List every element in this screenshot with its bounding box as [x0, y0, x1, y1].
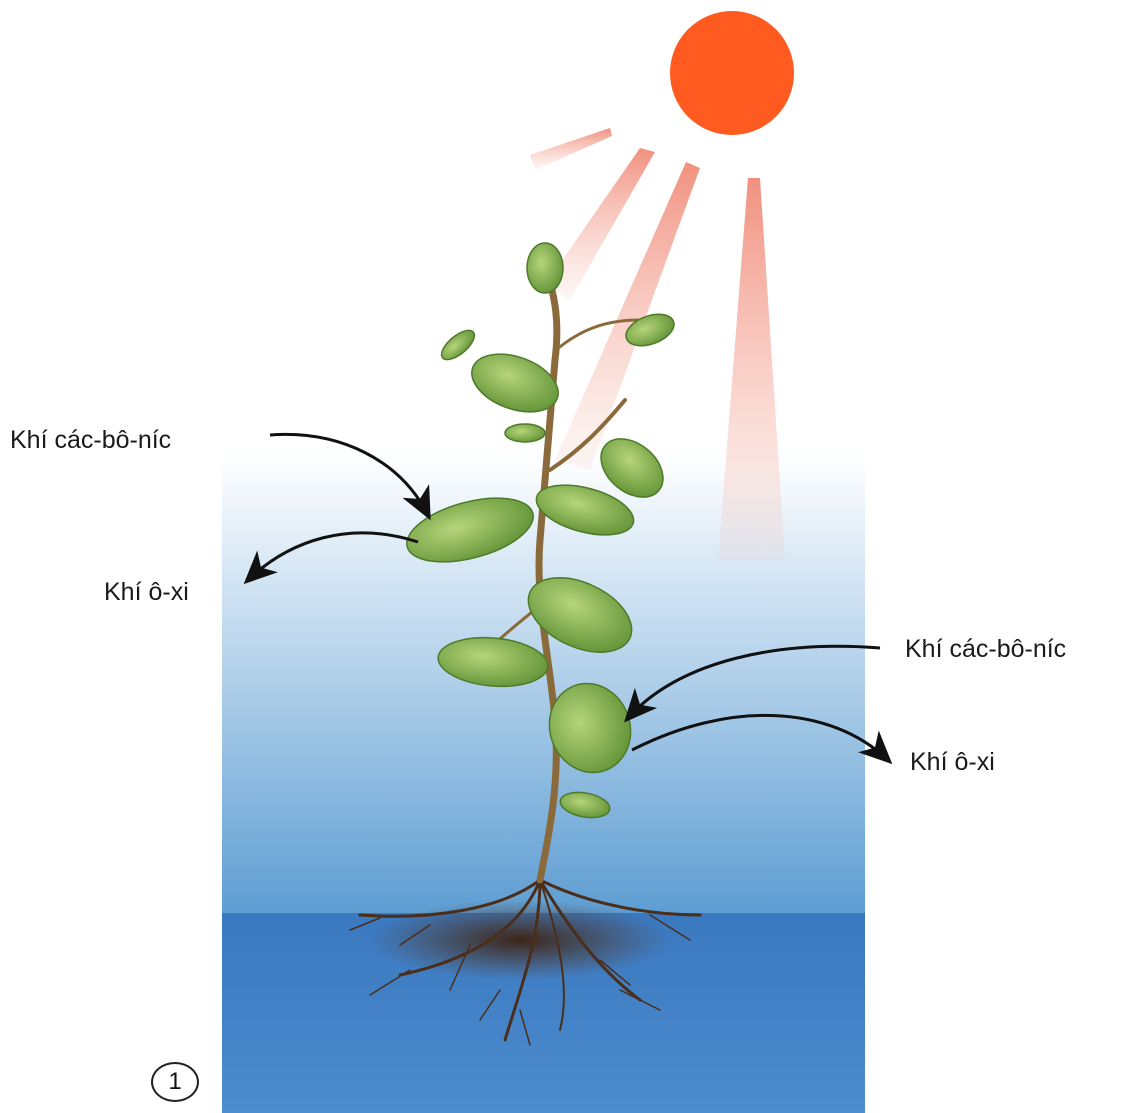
carbon-dioxide-label-left: Khí các-bô-níc — [10, 428, 171, 453]
sun-ray — [530, 128, 612, 170]
sun-ray — [718, 178, 785, 560]
carbon-dioxide-label-right: Khí các-bô-níc — [905, 637, 1066, 662]
leaf — [437, 325, 479, 365]
leaf — [527, 243, 563, 293]
figure-number-badge: 1 — [151, 1062, 199, 1102]
oxygen-label-left: Khí ô-xi — [104, 580, 189, 605]
leaf — [505, 424, 545, 442]
sun — [670, 11, 794, 135]
sun-ray — [555, 162, 700, 470]
oxygen-label-right: Khí ô-xi — [910, 750, 995, 775]
